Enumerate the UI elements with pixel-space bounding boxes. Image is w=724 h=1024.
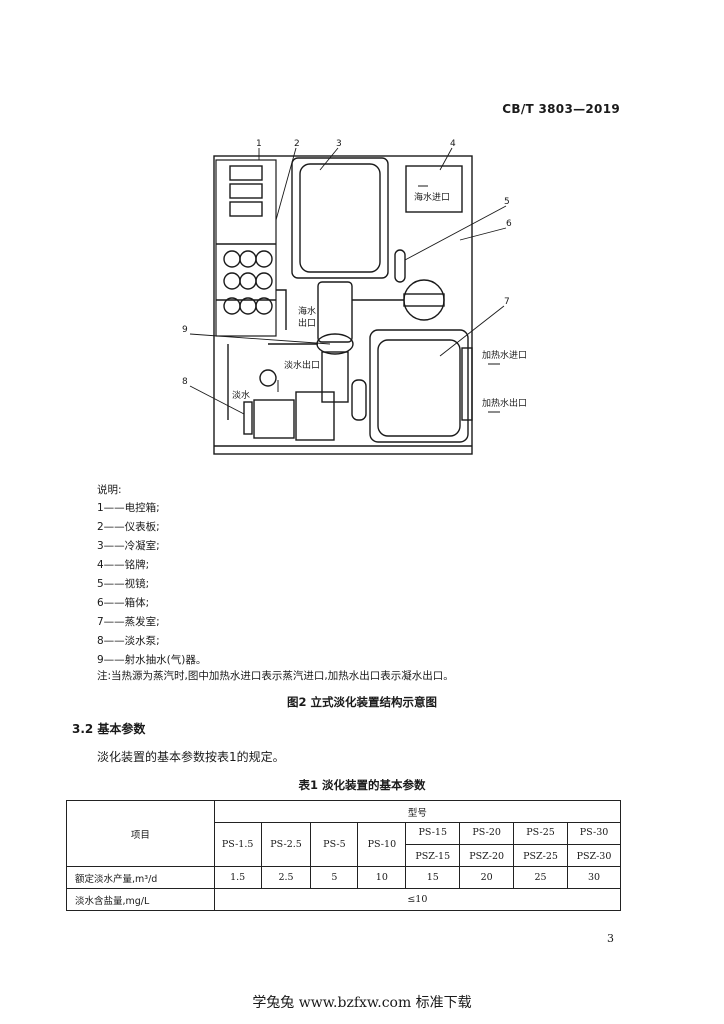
- value-cell: 10: [357, 866, 407, 889]
- callout-3: 3: [336, 139, 342, 149]
- value-cell: 15: [405, 866, 461, 889]
- label-heating-inlet: 加热水进口: [482, 349, 527, 361]
- callout-1: 1: [256, 139, 262, 149]
- callout-4: 4: [450, 139, 456, 149]
- label-heating-outlet: 加热水出口: [482, 397, 527, 409]
- callout-5: 5: [504, 197, 510, 207]
- figure-note: 注:当热源为蒸汽时,图中加热水进口表示蒸汽进口,加热水出口表示凝水出口。: [97, 670, 454, 682]
- sight-glass: [394, 249, 406, 283]
- value-cell: 20: [459, 866, 515, 889]
- value-cell: 2.5: [260, 866, 312, 889]
- section-heading: 3.2 基本参数: [72, 722, 146, 736]
- value-cell: 5: [310, 866, 359, 889]
- value-cell: 1.5: [213, 866, 262, 889]
- table-header-row: 项目 型号: [66, 800, 622, 867]
- model-name-alt: PSZ-20: [460, 844, 514, 862]
- model-name-alt: PSZ-15: [406, 844, 460, 862]
- legend-item: 7——蒸发室;: [97, 616, 160, 628]
- gauge-panel: [223, 250, 273, 315]
- value-cell: 25: [513, 866, 569, 889]
- legend-item: 3——冷凝室;: [97, 540, 160, 552]
- table-row: 额定淡水产量,m³/d 1.5 2.5 5 10 15 20 25 30: [66, 866, 621, 889]
- legend-item: 4——铭牌;: [97, 559, 150, 571]
- legend-title: 说明:: [97, 484, 122, 496]
- table-row: 淡水含盐量,mg/L ≤10: [66, 888, 622, 911]
- cabinet-outline: [213, 155, 473, 455]
- figure-caption: 图2 立式淡化装置结构示意图: [286, 695, 437, 709]
- table-caption: 表1 淡化装置的基本参数: [298, 778, 426, 792]
- footer-watermark: 学兔兔 www.bzfxw.com 标准下载: [252, 995, 472, 1011]
- label-freshwater-outlet: 淡水出口: [284, 359, 320, 371]
- header-model: 型号: [213, 800, 622, 823]
- model-name: PS-15: [418, 827, 448, 838]
- ejector-column: [317, 281, 353, 343]
- legend-item: 2——仪表板;: [97, 521, 160, 533]
- model-cell: PS-10: [357, 822, 407, 867]
- legend-item: 1——电控箱;: [97, 502, 160, 514]
- model-name-alt: PSZ-25: [514, 844, 568, 862]
- standard-number: CB/T 3803—2019: [502, 102, 620, 116]
- row-label: 淡水含盐量,mg/L: [66, 888, 215, 911]
- merged-value-cell: ≤10: [213, 888, 622, 911]
- section-paragraph: 淡化装置的基本参数按表1的规定。: [97, 750, 285, 764]
- legend-item: 5——视镜;: [97, 578, 150, 590]
- model-name: PS-25: [526, 827, 555, 838]
- callout-2: 2: [294, 139, 300, 149]
- legend-item: 9——射水抽水(气)器。: [97, 654, 207, 666]
- model-cell: PS-1.5: [213, 822, 262, 867]
- control-box: [215, 159, 277, 337]
- callout-6: 6: [506, 219, 512, 229]
- legend-item: 8——淡水泵;: [97, 635, 160, 647]
- model-cell: PS-5: [310, 822, 359, 867]
- label-freshwater: 淡水: [232, 389, 250, 401]
- legend-item: 6——箱体;: [97, 597, 150, 609]
- label-seawater-outlet-b: 出口: [298, 317, 316, 329]
- value-cell: 30: [567, 866, 621, 889]
- model-name: PS-20: [472, 827, 501, 838]
- model-name-alt: PSZ-30: [568, 844, 620, 862]
- label-seawater-outlet-a: 海水: [298, 305, 316, 317]
- device-structure-diagram: 1 2 3 4 5 6 7 9 8 海水进口 海水 出口 淡水出口 加热水进口 …: [182, 139, 527, 455]
- evaporator-chamber: [369, 329, 469, 443]
- label-seawater-inlet: 海水进口: [414, 191, 450, 203]
- row-label: 额定淡水产量,m³/d: [66, 866, 215, 889]
- callout-8: 8: [182, 377, 188, 387]
- page-number: 3: [607, 932, 614, 945]
- header-item: 项目: [66, 800, 215, 867]
- condenser-chamber: [291, 157, 389, 279]
- callout-9: 9: [182, 325, 188, 335]
- callout-7: 7: [504, 297, 510, 307]
- pump-motor: [295, 391, 335, 441]
- model-cell: PS-2.5: [260, 822, 312, 867]
- model-name: PS-30: [579, 827, 609, 838]
- nameplate: [405, 165, 463, 213]
